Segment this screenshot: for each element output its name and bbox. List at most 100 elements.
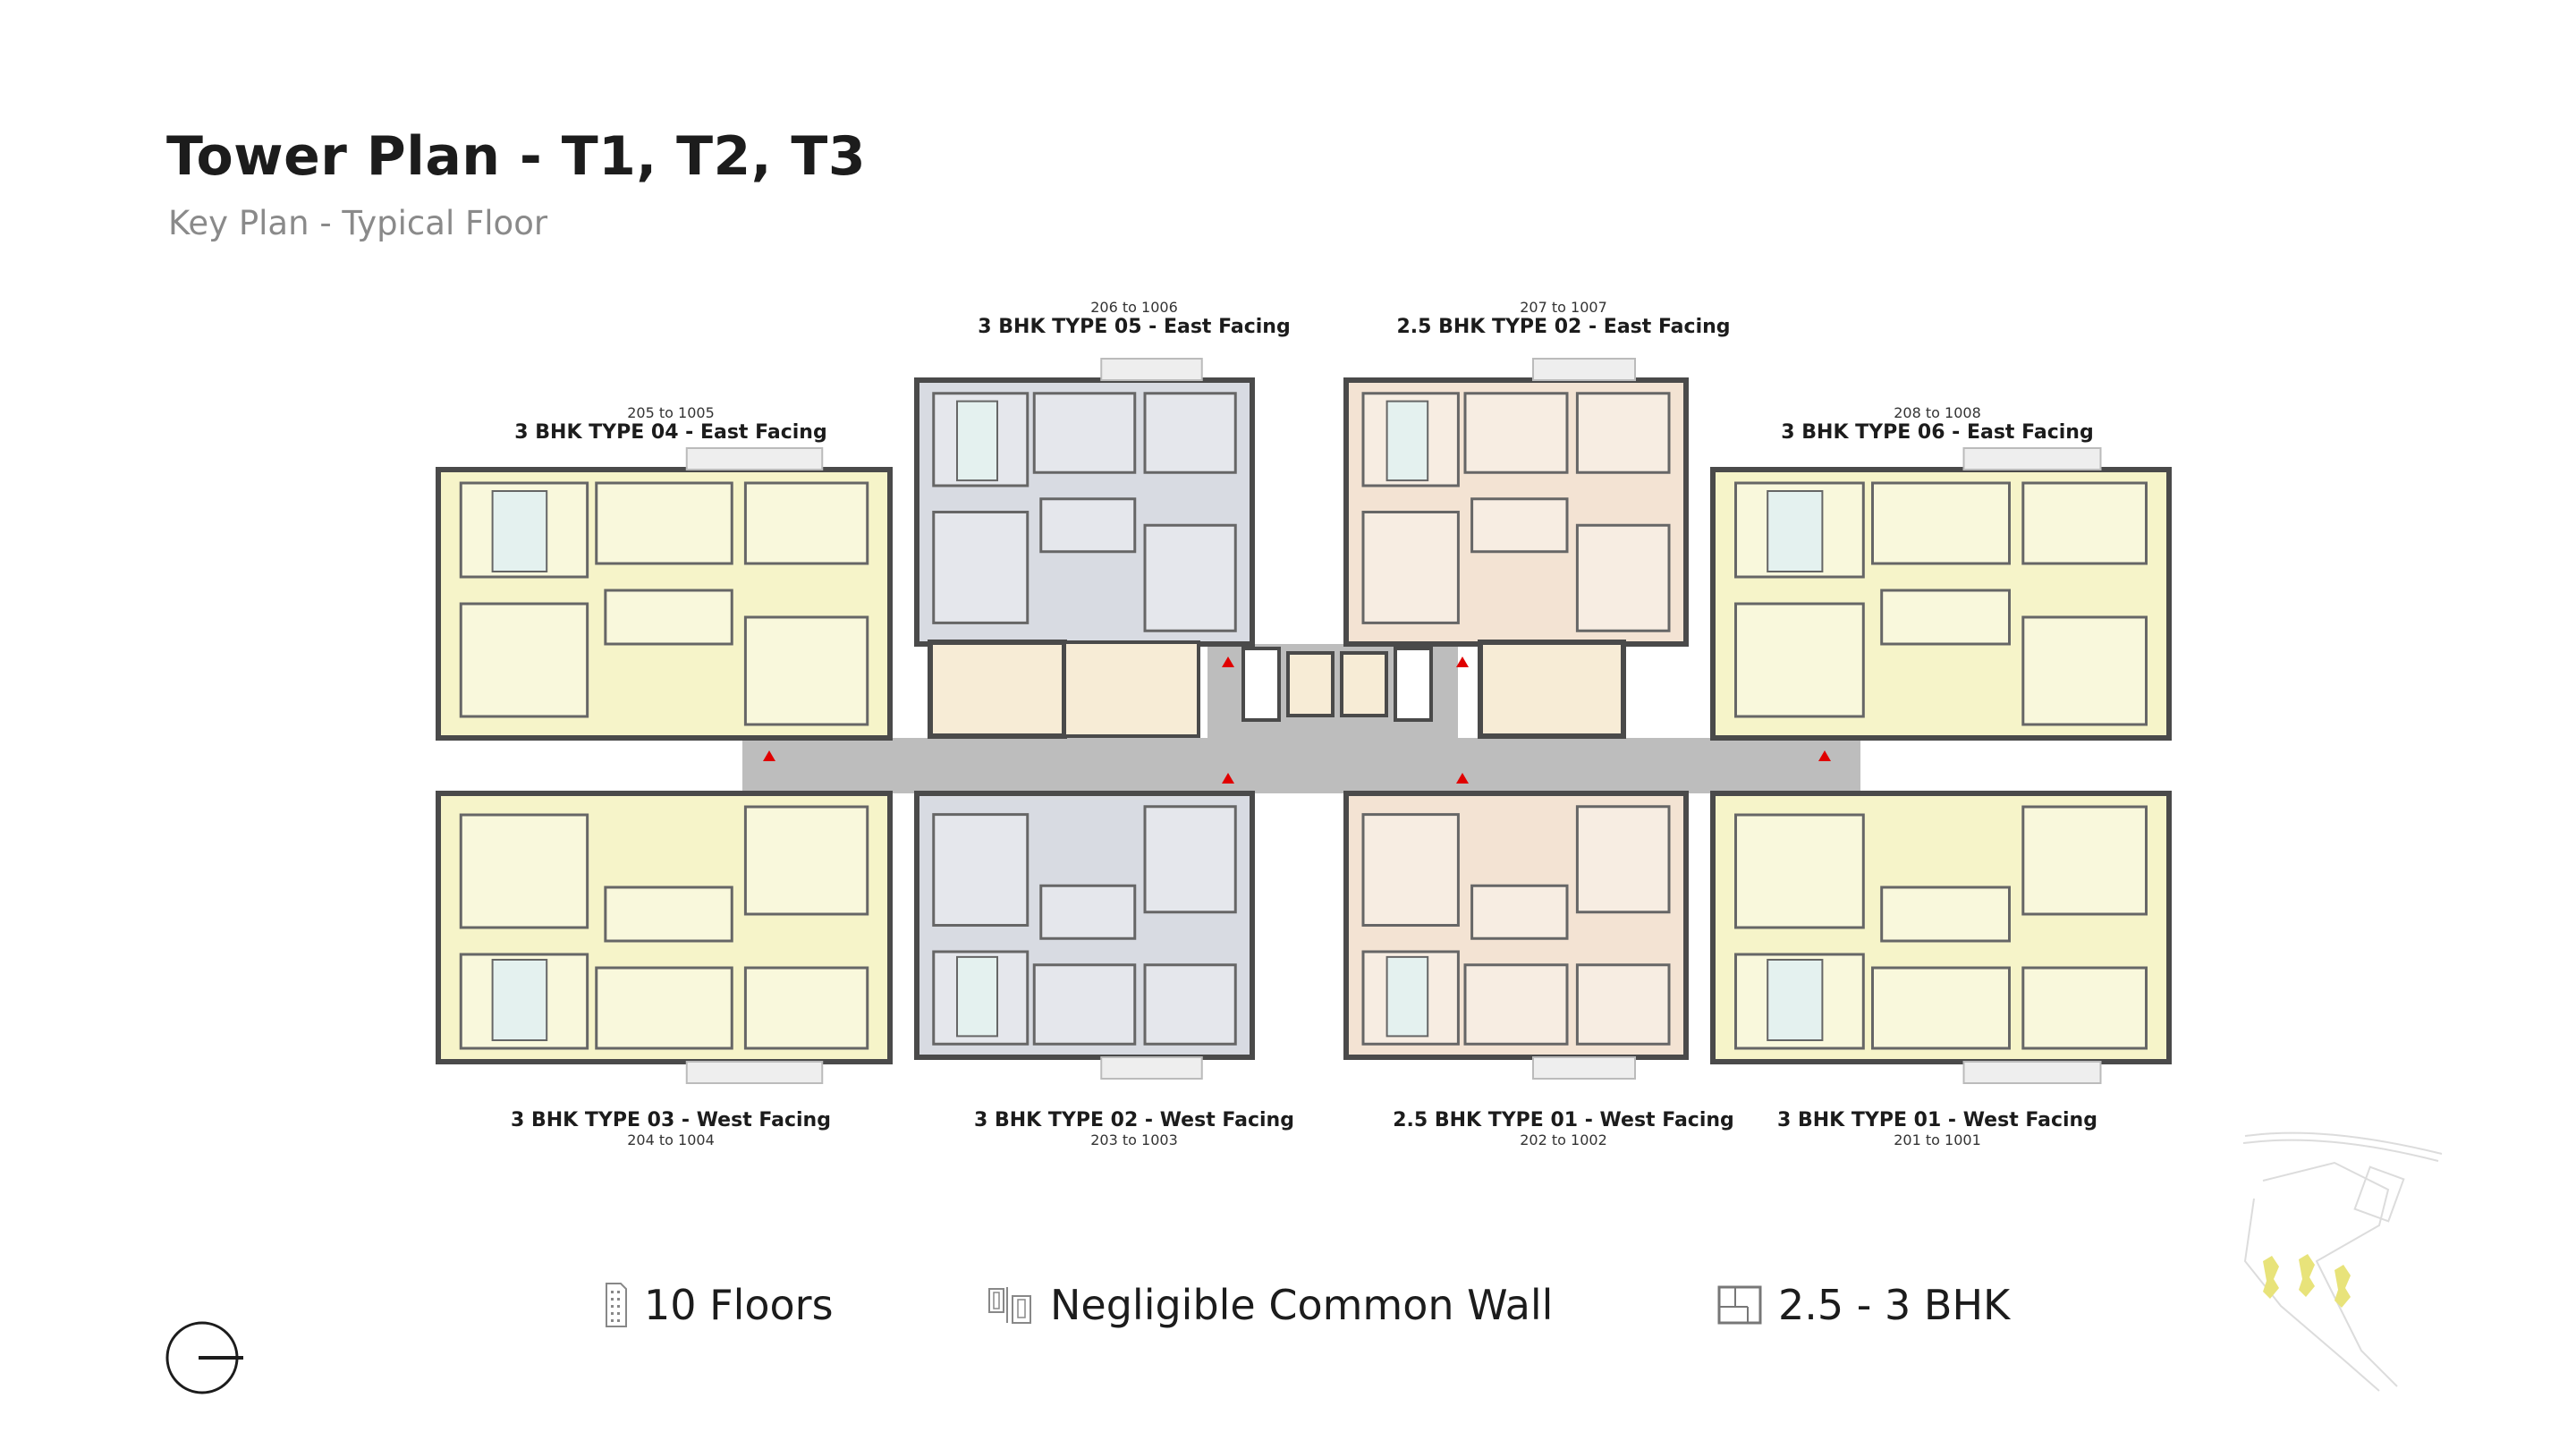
unit-label-bottom: 3 BHK TYPE 01 - West Facing 201 to 1001	[1669, 1109, 2206, 1148]
unit-name: 3 BHK TYPE 02 - West Facing	[974, 1109, 1294, 1131]
room	[595, 481, 733, 565]
unit-range: 208 to 1008	[1894, 404, 1981, 421]
unit-label-top: 207 to 1007 2.5 BHK TYPE 02 - East Facin…	[1295, 299, 1832, 338]
room	[604, 589, 733, 646]
unit-name: 3 BHK TYPE 01 - West Facing	[1777, 1109, 2097, 1131]
unit-range: 202 to 1002	[1520, 1131, 1607, 1148]
feature-common-wall: Negligible Common Wall	[987, 1281, 1553, 1329]
room	[1734, 813, 1865, 929]
lift	[1286, 651, 1335, 717]
bathroom	[956, 400, 998, 482]
room	[1032, 963, 1137, 1046]
page-title: Tower Plan - T1, T2, T3	[166, 125, 867, 188]
room	[1871, 481, 2011, 565]
room	[743, 966, 869, 1050]
unit-name: 3 BHK TYPE 05 - East Facing	[978, 316, 1291, 338]
unit-name: 3 BHK TYPE 06 - East Facing	[1781, 421, 2094, 444]
fire-exit-marker	[1456, 773, 1469, 784]
room	[2021, 615, 2148, 726]
lift-shaft	[1063, 640, 1200, 738]
room	[459, 602, 589, 718]
unit-name: 3 BHK TYPE 03 - West Facing	[511, 1109, 831, 1131]
balcony	[685, 447, 824, 470]
room	[1143, 805, 1237, 914]
building-floors-icon	[606, 1283, 627, 1327]
unit-name: 2.5 BHK TYPE 02 - East Facing	[1396, 316, 1731, 338]
balcony	[1962, 1061, 2102, 1084]
room	[1871, 966, 2011, 1050]
room	[1463, 963, 1569, 1046]
balcony	[1532, 358, 1636, 381]
room	[1143, 963, 1237, 1046]
room	[604, 886, 733, 943]
fire-exit-marker	[763, 750, 775, 761]
unit-range: 203 to 1003	[1090, 1131, 1178, 1148]
page-subtitle: Key Plan - Typical Floor	[168, 204, 548, 242]
room	[1880, 589, 2011, 646]
unit-label-bottom: 3 BHK TYPE 02 - West Facing 203 to 1003	[866, 1109, 1402, 1148]
corridor	[742, 738, 1860, 793]
common-wall-icon	[988, 1287, 1031, 1324]
room	[1575, 392, 1671, 474]
room	[1143, 523, 1237, 632]
unit-label-top: 206 to 1006 3 BHK TYPE 05 - East Facing	[866, 299, 1402, 338]
bathroom	[491, 959, 548, 1041]
balcony	[1100, 1056, 1203, 1080]
unit-label-bottom: 2.5 BHK TYPE 01 - West Facing 202 to 100…	[1295, 1109, 1832, 1148]
unit-range: 205 to 1005	[627, 404, 715, 421]
fire-exit-marker	[1456, 657, 1469, 667]
room	[1039, 497, 1137, 554]
unit-range: 201 to 1001	[1894, 1131, 1981, 1148]
site-key-plan	[2242, 1131, 2443, 1392]
unit-range: 204 to 1004	[627, 1131, 715, 1148]
room	[1361, 511, 1460, 624]
room	[1575, 805, 1671, 914]
feature-label: 10 Floors	[644, 1281, 834, 1329]
feature-label: 2.5 - 3 BHK	[1778, 1281, 2011, 1329]
storage	[1394, 647, 1433, 722]
room	[1880, 886, 2011, 943]
feature-label: Negligible Common Wall	[1050, 1281, 1554, 1329]
unit-name: 3 BHK TYPE 04 - East Facing	[514, 421, 827, 444]
staircase	[1478, 640, 1626, 739]
bathroom	[491, 490, 548, 572]
balcony	[1100, 358, 1203, 381]
room	[743, 805, 869, 916]
unit-label-bottom: 3 BHK TYPE 03 - West Facing 204 to 1004	[402, 1109, 939, 1148]
unit-range: 207 to 1007	[1520, 299, 1607, 316]
room	[1463, 392, 1569, 474]
room	[2021, 481, 2148, 565]
room	[932, 813, 1030, 927]
balcony	[1532, 1056, 1636, 1080]
room	[743, 481, 869, 565]
room	[1470, 884, 1569, 940]
feature-floors: 10 Floors	[605, 1281, 834, 1329]
room	[2021, 966, 2148, 1050]
room	[1143, 392, 1237, 474]
staircase	[928, 640, 1067, 739]
fire-exit-marker	[1222, 657, 1234, 667]
room	[1361, 813, 1460, 927]
room	[2021, 805, 2148, 916]
balcony	[1962, 447, 2102, 470]
room	[1470, 497, 1569, 554]
room	[1575, 963, 1671, 1046]
bathroom	[1385, 400, 1429, 482]
bathroom	[956, 955, 998, 1038]
room	[1575, 523, 1671, 632]
room	[1032, 392, 1137, 474]
lift	[1340, 651, 1388, 717]
room	[595, 966, 733, 1050]
floor-plan-icon	[1717, 1285, 1762, 1325]
unit-range: 206 to 1006	[1090, 299, 1178, 316]
bathroom	[1767, 490, 1824, 572]
north-compass-icon	[165, 1321, 243, 1394]
room	[1734, 602, 1865, 718]
balcony	[685, 1061, 824, 1084]
room	[743, 615, 869, 726]
unit-label-top: 205 to 1005 3 BHK TYPE 04 - East Facing	[402, 404, 939, 444]
storage	[1241, 647, 1281, 722]
room	[1039, 884, 1137, 940]
bathroom	[1385, 955, 1429, 1038]
fire-exit-marker	[1222, 773, 1234, 784]
